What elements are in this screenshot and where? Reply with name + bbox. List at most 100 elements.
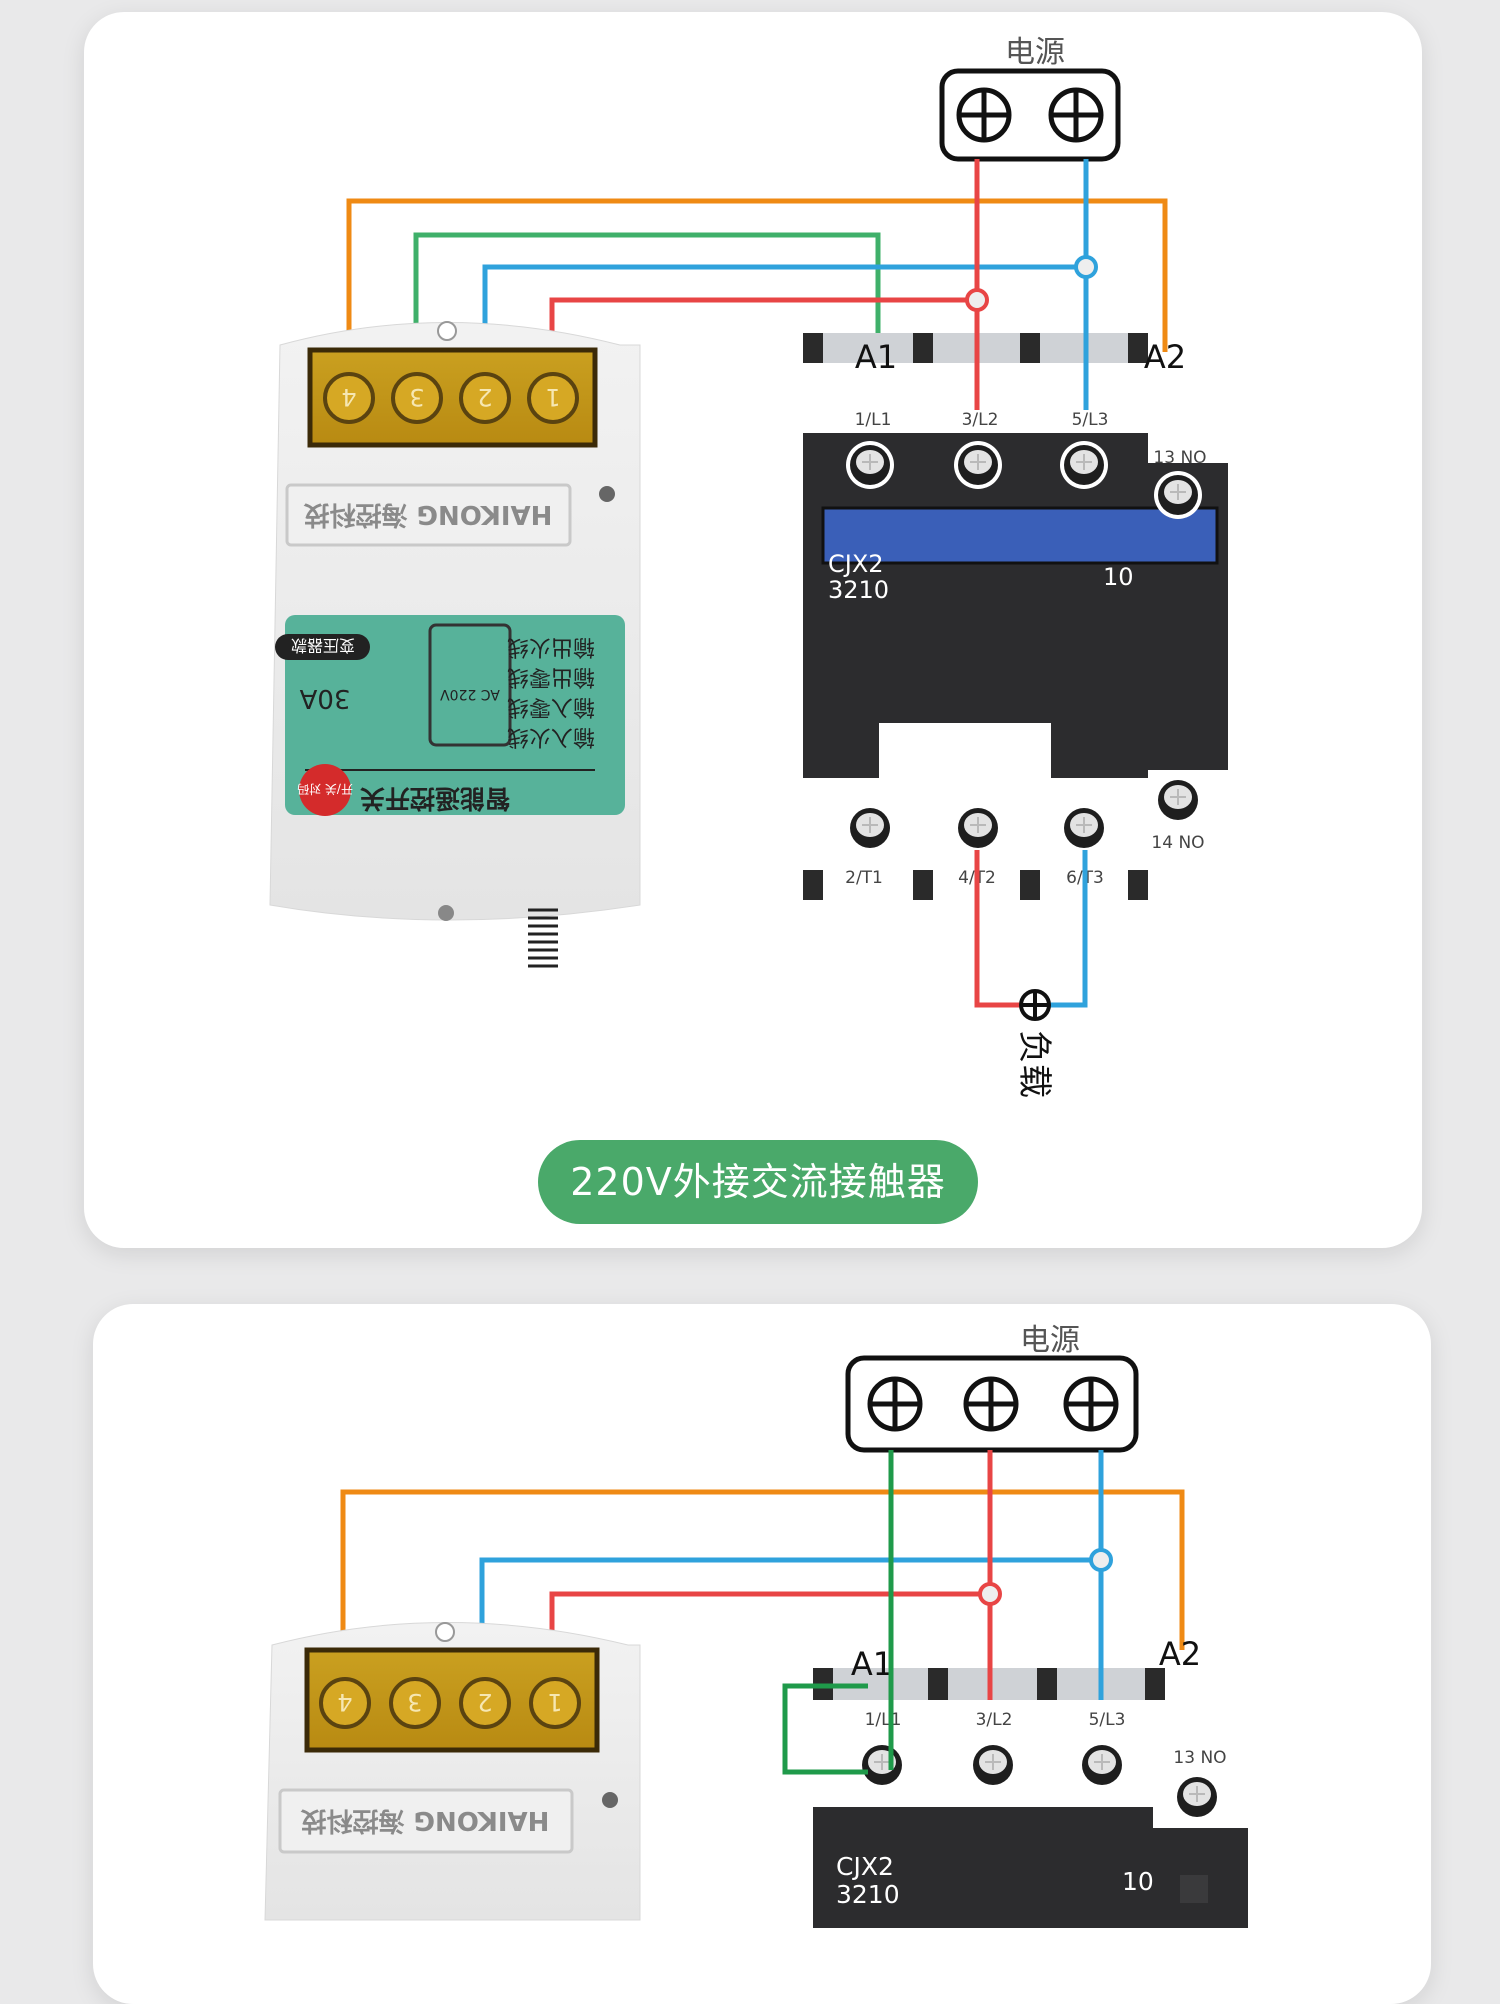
svg-text:1/L1: 1/L1 [855, 410, 892, 430]
wiring-diagram: 电源 4 3 2 1 HAIKONG 海控科技 智能遥控开关 AC 220V 输入火线… [264, 35, 1248, 1928]
spec-label [285, 615, 625, 815]
brand-text: HAIKONG 海控科技 [304, 499, 553, 529]
svg-text:13 NO: 13 NO [1173, 1748, 1226, 1768]
aux-code: 10 [1122, 1867, 1154, 1896]
label-slot [879, 723, 1051, 783]
svg-text:4: 4 [341, 383, 356, 411]
wire-green [413, 232, 881, 350]
contactor-body [813, 1828, 1248, 1928]
terminal-screw-icon [1059, 440, 1109, 490]
terminal-screw-icon [1059, 803, 1109, 853]
brand-plate [285, 483, 572, 547]
svg-text:输入火线: 输入火线 [507, 724, 595, 749]
wire-jumper-green [782, 1683, 868, 1775]
svg-text:4: 4 [337, 1688, 352, 1716]
load-label: 负载 [1014, 1030, 1054, 1098]
caption-badge: 220V外接交流接触器 [538, 1140, 978, 1224]
svg-text:5/L3: 5/L3 [1072, 410, 1109, 430]
spec-label-content: 智能遥控开关 AC 220V 输入火线 输入零线 输出零线 输出火线 30A 变… [275, 623, 595, 816]
model-line2: 3210 [836, 1880, 900, 1909]
terminal-screw-icon [1077, 1740, 1127, 1790]
terminal-screw-icon [1153, 775, 1203, 825]
power-label: 电源 [1020, 1323, 1080, 1358]
rating-text: 30A [299, 683, 350, 713]
junction-blue [1074, 255, 1098, 279]
terminal-screw-2: 2 [459, 1677, 511, 1729]
aux-code: 10 [1103, 563, 1134, 591]
svg-text:1: 1 [547, 1688, 562, 1716]
terminal-screw-icon [857, 1740, 907, 1790]
mount-hole [435, 1622, 455, 1642]
remote-switch-1: 4 3 2 1 HAIKONG 海控科技 智能遥控开关 AC 220V 输入火线 输入… [269, 321, 641, 968]
svg-text:输入零线: 输入零线 [507, 694, 595, 719]
terminal-screw-1: 1 [529, 1677, 581, 1729]
wire-blue [479, 1557, 1101, 1650]
terminal-screw-2: 2 [459, 372, 511, 424]
device-illustration [428, 623, 512, 747]
svg-text:13 NO: 13 NO [1153, 448, 1206, 468]
load-terminal-icon [1019, 989, 1051, 1021]
badge-text: 变压器款 [291, 636, 355, 655]
contactor-1: CJX2 3210 10 A1 A2 1/L1 3/L2 5/L3 13 NO … [803, 333, 1228, 900]
svg-text:输出火线: 输出火线 [507, 634, 595, 659]
power-source-1: 电源 [939, 35, 1121, 162]
terminal-screw-icon [845, 440, 895, 490]
wire-red [549, 1591, 990, 1650]
terminal-screw-icon [1172, 1772, 1222, 1822]
junction-red [978, 1582, 1002, 1606]
model-line1: CJX2 [836, 1852, 894, 1881]
product-name: 智能遥控开关 [360, 784, 510, 813]
svg-text:1: 1 [545, 383, 560, 411]
terminal-screw-icon [845, 803, 895, 853]
pair-badge [299, 764, 351, 816]
power-terminal-screw-icon [966, 1379, 1016, 1429]
svg-text:AC 220V: AC 220V [440, 686, 500, 702]
terminal-screws: 4 3 2 1 [319, 1677, 581, 1729]
power-terminal-screw-icon [1051, 90, 1101, 140]
terminal-screw-icon [953, 440, 1003, 490]
power-source-2: 电源 [845, 1323, 1139, 1453]
terminal-screw-4: 4 [319, 1677, 371, 1729]
status-led [599, 486, 615, 502]
wire-orange [340, 1489, 1185, 1650]
svg-text:2: 2 [477, 1688, 492, 1716]
junction-red [965, 288, 989, 312]
terminal-screw-3: 3 [389, 1677, 441, 1729]
model-line2: 3210 [828, 576, 889, 604]
coil-a2-label: A2 [1144, 338, 1186, 376]
terminal-screw-icon [968, 1740, 1018, 1790]
terminal-screw-4: 4 [323, 372, 375, 424]
bottom-hole [438, 905, 454, 921]
terminal-screw-icon [1153, 470, 1203, 520]
contactor-2: CJX2 3210 10 A1 A2 1/L1 3/L2 5/L3 13 NO [813, 1635, 1248, 1928]
svg-text:1/L1: 1/L1 [865, 1710, 902, 1730]
remote-switch-2: 4 3 2 1 HAIKONG 海控科技 [264, 1622, 641, 1921]
coil-a2-label: A2 [1159, 1635, 1201, 1673]
svg-text:5/L3: 5/L3 [1089, 1710, 1126, 1730]
brand-text: HAIKONG 海控科技 [301, 1805, 550, 1835]
coil-a1-label: A1 [855, 338, 897, 376]
svg-text:3/L2: 3/L2 [976, 1710, 1013, 1730]
mount-hole [437, 321, 457, 341]
svg-text:2/T1: 2/T1 [845, 868, 883, 888]
wires-1 [346, 198, 1168, 352]
svg-text:3: 3 [409, 383, 424, 411]
blue-actuator [821, 506, 1219, 565]
status-led [602, 1792, 618, 1808]
junction-blue [1089, 1548, 1113, 1572]
wire-blue [482, 264, 1086, 350]
svg-text:3/L2: 3/L2 [962, 410, 999, 430]
svg-text:3: 3 [407, 1688, 422, 1716]
power-terminal-screw-icon [870, 1379, 920, 1429]
model-line1: CJX2 [828, 550, 884, 578]
terminal-screw-1: 1 [527, 372, 579, 424]
brand-plate [278, 1788, 574, 1854]
terminal-screw-3: 3 [391, 372, 443, 424]
terminal-screw-icon [953, 803, 1003, 853]
wire-load-blue [1035, 850, 1088, 1008]
power-label: 电源 [1005, 35, 1065, 70]
svg-text:2: 2 [477, 383, 492, 411]
power-terminal-screw-icon [1066, 1379, 1116, 1429]
svg-text:开/关 对码: 开/关 对码 [297, 782, 353, 796]
power-terminal-screw-icon [959, 90, 1009, 140]
